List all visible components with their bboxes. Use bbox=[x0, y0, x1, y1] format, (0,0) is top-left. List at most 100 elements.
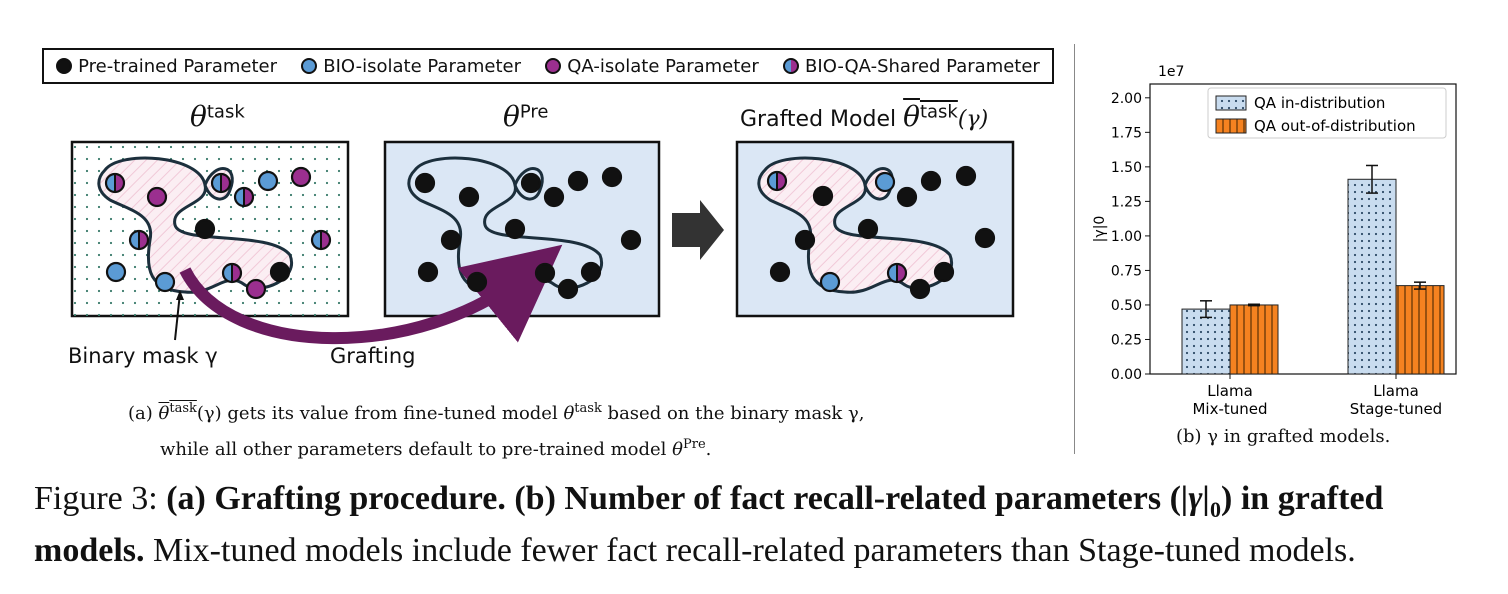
parameter-dot bbox=[194, 218, 216, 240]
y-tick-label: 0.25 bbox=[1111, 332, 1142, 348]
parameter-dot bbox=[766, 170, 788, 192]
figure-caption: Figure 3: (a) Grafting procedure. (b) Nu… bbox=[34, 478, 1484, 571]
parameter-dot bbox=[290, 166, 312, 188]
panel-title-grafted: Grafted Model θtask(γ) bbox=[740, 100, 988, 133]
parameter-dot bbox=[269, 261, 291, 283]
parameter-dot bbox=[466, 271, 488, 293]
caption-prefix: Figure 3: bbox=[34, 480, 167, 517]
purple-dot-icon bbox=[545, 58, 562, 74]
parameter-dot bbox=[520, 172, 542, 194]
parameter-dot bbox=[154, 271, 176, 293]
panel-title-task: θtask bbox=[190, 100, 245, 133]
parameter-dot bbox=[794, 229, 816, 251]
caption-text: . bbox=[705, 439, 712, 460]
legend-item-pretrained: Pre-trained Parameter bbox=[56, 56, 277, 77]
parameter-dot bbox=[458, 186, 480, 208]
bar bbox=[1229, 304, 1279, 375]
theta-symbol: θ bbox=[903, 100, 920, 133]
plot-frame bbox=[1149, 83, 1457, 375]
binary-mask-label: Binary mask γ bbox=[68, 344, 218, 368]
parameter-dot bbox=[440, 229, 462, 251]
parameter-dot bbox=[534, 262, 556, 284]
theta-symbol: θ bbox=[503, 100, 520, 133]
parameter-dot bbox=[933, 261, 955, 283]
y-multiplier: 1e7 bbox=[1158, 64, 1184, 80]
theta-superscript: task bbox=[919, 101, 958, 123]
legend-item-shared: BIO-QA-Shared Parameter bbox=[783, 56, 1040, 77]
parameter-dot bbox=[580, 261, 602, 283]
theta-symbol: θ bbox=[672, 439, 683, 460]
caption-rest: Mix-tuned models include fewer fact reca… bbox=[144, 531, 1356, 569]
y-tick-label: 0.00 bbox=[1111, 367, 1142, 383]
parameter-dot bbox=[104, 172, 126, 194]
caption-text: (a) bbox=[128, 403, 159, 424]
arrow-right-icon bbox=[672, 200, 724, 260]
y-axis-label: |γ|0 bbox=[1092, 216, 1108, 243]
legend-label: Pre-trained Parameter bbox=[78, 55, 278, 77]
y-tick-label: 0.75 bbox=[1111, 263, 1142, 279]
caption-bold: (a) Grafting procedure. (b) Number of fa… bbox=[166, 480, 1181, 517]
parameter-dot bbox=[557, 278, 579, 300]
parameter-dot bbox=[105, 261, 127, 283]
y-tick-label: 1.50 bbox=[1111, 160, 1142, 176]
gamma-norm: |γ| bbox=[1180, 480, 1211, 517]
parameter-dot bbox=[974, 227, 996, 249]
parameter-dot bbox=[886, 262, 908, 284]
bar bbox=[1395, 285, 1445, 375]
theta-symbol: θ bbox=[190, 100, 207, 133]
y-tick-label: 1.25 bbox=[1111, 194, 1142, 210]
y-tick-label: 1.00 bbox=[1111, 229, 1142, 245]
parameter-dot bbox=[417, 261, 439, 283]
parameter-dot bbox=[819, 271, 841, 293]
y-tick-label: 0.50 bbox=[1111, 298, 1142, 314]
gamma-suffix: (γ) bbox=[957, 107, 989, 132]
grafting-arrow bbox=[179, 244, 563, 345]
caption-b: (b) γ in grafted models. bbox=[1176, 426, 1391, 447]
caption-a-line1: (a) θtask(γ) gets its value from fine-tu… bbox=[128, 393, 1028, 429]
parameter-dot bbox=[812, 185, 834, 207]
theta-superscript: task bbox=[574, 401, 602, 416]
caption-text: based on the binary mask γ, bbox=[601, 403, 865, 424]
legend-swatch bbox=[1215, 118, 1247, 134]
parameter-dot bbox=[769, 261, 791, 283]
bar bbox=[1181, 308, 1231, 375]
x-tick-label: Mix-tuned bbox=[1192, 400, 1267, 418]
x-tick-label: Stage-tuned bbox=[1350, 400, 1442, 418]
caption-a-line2: while all other parameters default to pr… bbox=[128, 429, 1028, 465]
theta-symbol: θ bbox=[158, 403, 170, 424]
parameter-dot bbox=[857, 218, 879, 240]
parameter-dot bbox=[601, 166, 623, 188]
parameter-dot bbox=[221, 262, 243, 284]
legend-label: BIO-isolate Parameter bbox=[323, 55, 522, 77]
parameter-dot bbox=[414, 172, 436, 194]
parameter-dot bbox=[245, 278, 267, 300]
legend-item-bio-isolate: BIO-isolate Parameter bbox=[301, 56, 521, 77]
x-tick-label: Llama bbox=[1373, 382, 1419, 400]
caption-text: (γ) gets its value from fine-tuned model bbox=[196, 403, 564, 424]
parameter-dot bbox=[955, 165, 977, 187]
parameter-dot bbox=[146, 186, 168, 208]
theta-superscript: Pre bbox=[519, 101, 549, 123]
caption-text: while all other parameters default to pr… bbox=[160, 439, 673, 460]
black-dot-icon bbox=[56, 58, 73, 74]
parameter-dot bbox=[310, 229, 332, 251]
parameter-dot bbox=[567, 170, 589, 192]
caption-a: (a) θtask(γ) gets its value from fine-tu… bbox=[128, 393, 1028, 465]
bar-chart: 0.000.250.500.751.001.251.501.752.001e7|… bbox=[1092, 64, 1457, 418]
figure-legend: Pre-trained Parameter BIO-isolate Parame… bbox=[42, 48, 1054, 84]
theta-superscript: task bbox=[206, 101, 245, 123]
caption-bold: ) in grafted models. bbox=[34, 480, 1384, 569]
legend-entry: QA in-distribution bbox=[1254, 94, 1385, 112]
parameter-dot bbox=[920, 170, 942, 192]
parameter-dot bbox=[504, 218, 526, 240]
theta-superscript: task bbox=[169, 401, 197, 416]
y-tick-label: 2.00 bbox=[1111, 91, 1142, 107]
legend-swatch bbox=[1215, 95, 1247, 111]
panel-title-pre: θPre bbox=[503, 100, 548, 133]
parameter-dot bbox=[543, 186, 565, 208]
parameter-dot bbox=[896, 186, 918, 208]
parameter-dot bbox=[210, 172, 232, 194]
parameter-dot bbox=[257, 170, 279, 192]
chart-legend bbox=[1207, 87, 1447, 139]
x-tick-label: Llama bbox=[1207, 382, 1253, 400]
